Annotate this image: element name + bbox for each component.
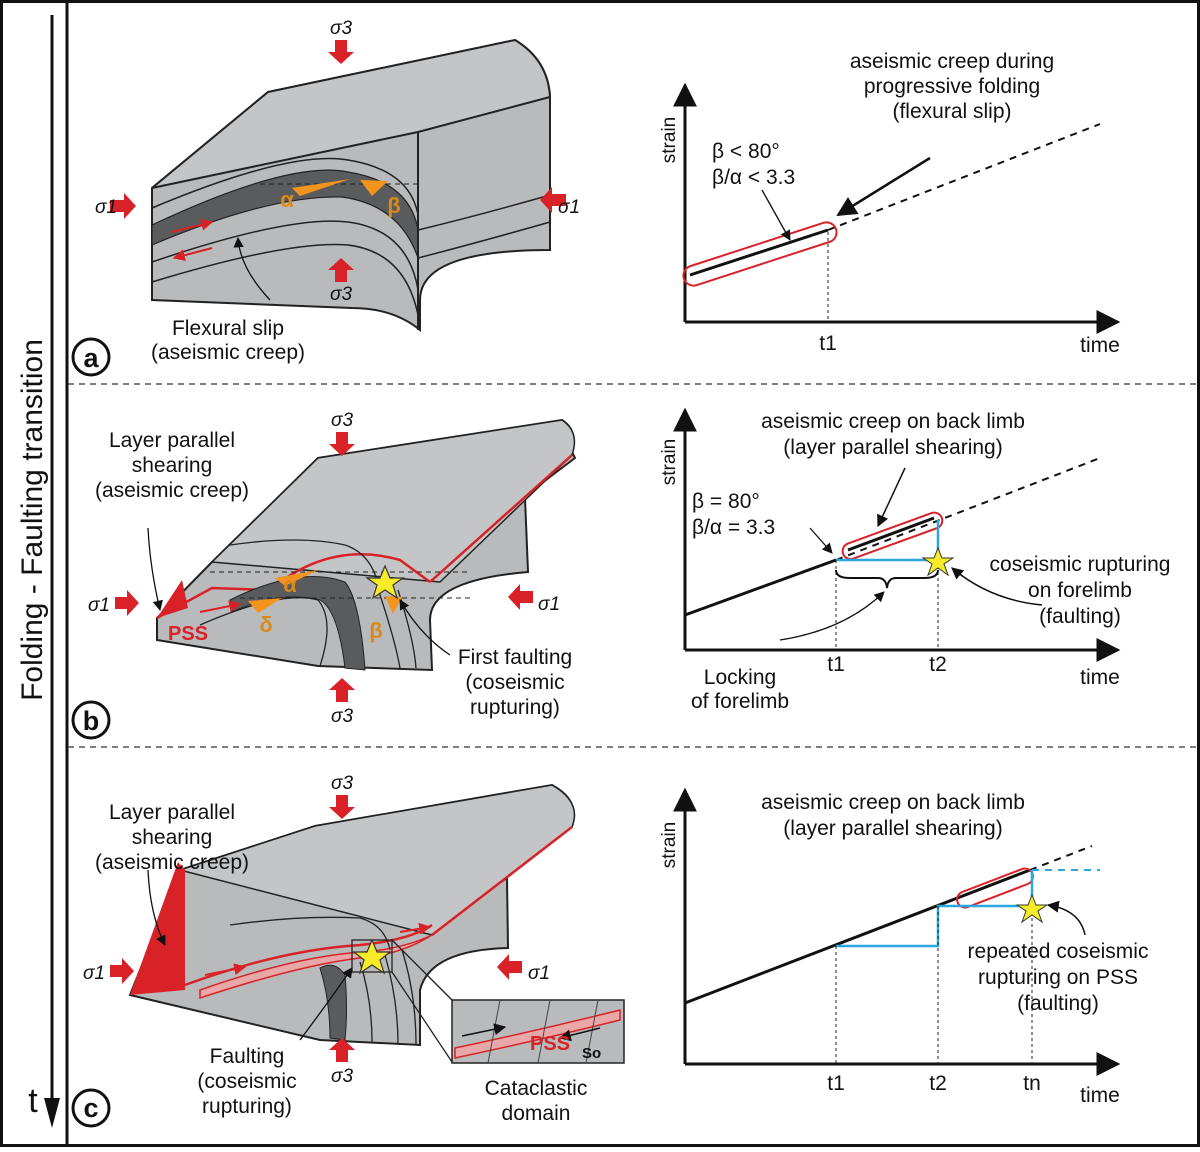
annotation-b-1: aseismic creep on back limb <box>761 410 1025 433</box>
lps-label-c-1: Layer parallel <box>109 801 235 824</box>
first-faulting-star <box>365 564 405 600</box>
lps-label-c-3: (aseismic creep) <box>95 851 249 874</box>
sigma1-right-b: σ1 <box>538 594 560 615</box>
panel-a: σ1 σ1 σ3 σ3 α β Flexural slip (aseismic … <box>71 18 1121 377</box>
rupture-c-2: rupturing on PSS <box>978 966 1138 989</box>
sigma3-bottom-c: σ3 <box>331 1066 353 1087</box>
block-diagram-b <box>115 418 577 702</box>
pss-label-b: PSS <box>168 623 208 645</box>
cataclastic-label-2: domain <box>502 1102 571 1125</box>
rupture-b-2: on forelimb <box>1028 579 1132 602</box>
lps-label-b-1: Layer parallel <box>109 429 235 452</box>
time-arrow-head <box>44 1098 60 1128</box>
locking-b-2: of forelimb <box>691 690 789 713</box>
rupture-b-1: coseismic rupturing <box>990 553 1171 576</box>
panel-c-badge <box>71 1088 111 1128</box>
so-label-c: So <box>582 1045 601 1062</box>
beta-label-b: β <box>369 618 382 643</box>
sidebar-time-symbol: t <box>28 1082 38 1120</box>
sigma1-left-c: σ1 <box>83 963 105 984</box>
strain-line-c <box>684 868 1031 1005</box>
graph-c <box>673 787 1121 1076</box>
block-diagram-c <box>110 783 625 1064</box>
ylabel-b: strain <box>659 439 680 485</box>
tick-t2-b: t2 <box>929 653 947 676</box>
faulting-label-c-2: (coseismic <box>197 1070 296 1093</box>
faulting-label-c-3: rupturing) <box>202 1095 292 1118</box>
delta-label-b: δ <box>259 612 272 637</box>
flexural-slip-label-1: Flexural slip <box>172 317 284 340</box>
xlabel-c: time <box>1080 1084 1120 1107</box>
ylabel-c: strain <box>659 822 680 868</box>
annotation-b-2: (layer parallel shearing) <box>783 436 1002 459</box>
pss-label-c: PSS <box>530 1033 570 1055</box>
panel-a-badge <box>71 337 111 377</box>
panel-b-badge <box>71 700 111 740</box>
panel-b-letter: b <box>83 706 100 736</box>
xlabel-b: time <box>1080 666 1120 689</box>
criteria-a-2: β/α < 3.3 <box>712 166 795 189</box>
criteria-a-1: β < 80° <box>712 140 780 163</box>
sigma1-left-a: σ1 <box>95 197 117 218</box>
sigma1-right-c: σ1 <box>528 963 550 984</box>
first-faulting-label-3: rupturing) <box>470 696 560 719</box>
strain-projection-a <box>827 123 1101 231</box>
sigma3-top-c: σ3 <box>331 773 353 794</box>
tick-t2-c: t2 <box>929 1072 947 1095</box>
faulting-star-c <box>352 938 392 975</box>
panel-b: σ1 σ1 σ3 σ3 α δ β PSS Layer parallel she… <box>71 407 1171 740</box>
tick-t1-a: t1 <box>819 332 837 355</box>
lps-label-c-2: shearing <box>132 826 213 849</box>
sigma1-right-a: σ1 <box>558 197 580 218</box>
criteria-b-2: β/α = 3.3 <box>692 516 775 539</box>
locking-b-1: Locking <box>704 666 776 689</box>
rupture-b-3: (faulting) <box>1039 605 1121 628</box>
ylabel-a: strain <box>659 117 680 163</box>
cataclastic-label-1: Cataclastic <box>485 1077 588 1100</box>
annotation-a-3: (flexural slip) <box>892 100 1011 123</box>
sigma3-top-a: σ3 <box>330 18 352 39</box>
flexural-slip-label-2: (aseismic creep) <box>151 341 305 364</box>
xlabel-a: time <box>1080 334 1120 357</box>
sigma1-left-b: σ1 <box>88 595 110 616</box>
first-faulting-label-1: First faulting <box>458 646 572 669</box>
sigma3-top-b: σ3 <box>331 410 353 431</box>
lps-label-b-2: shearing <box>132 454 213 477</box>
graph-a <box>673 82 1121 334</box>
graph-b <box>673 407 1121 662</box>
sigma3-bottom-a: σ3 <box>330 284 352 305</box>
annotation-c-2: (layer parallel shearing) <box>783 817 1002 840</box>
sidebar-title: Folding - Faulting transition <box>16 339 49 701</box>
criteria-b-1: β = 80° <box>692 490 760 513</box>
tick-t1-b: t1 <box>827 653 845 676</box>
annotation-a-1: aseismic creep during <box>850 50 1054 73</box>
first-faulting-label-2: (coseismic <box>465 671 564 694</box>
beta-label-a: β <box>387 193 400 218</box>
annotation-c-1: aseismic creep on back limb <box>761 791 1025 814</box>
panel-c: σ1 σ1 σ3 σ3 PSS So Layer parallel sheari… <box>71 773 1149 1128</box>
block-diagram-a <box>110 38 566 333</box>
rupture-c-3: (faulting) <box>1017 992 1099 1015</box>
alpha-label-a: α <box>280 187 294 212</box>
panel-c-letter: c <box>83 1093 98 1123</box>
lps-label-b-3: (aseismic creep) <box>95 479 249 502</box>
strain-line-b <box>684 558 837 617</box>
annotation-a-2: progressive folding <box>864 75 1040 98</box>
sigma3-bottom-b: σ3 <box>331 706 353 727</box>
creep-highlight-a <box>682 221 838 287</box>
panel-a-letter: a <box>83 343 99 373</box>
strain-line-a <box>689 228 829 277</box>
rupture-c-1: repeated coseismic <box>968 940 1149 963</box>
creep-highlight-b <box>841 511 944 561</box>
faulting-label-c-1: Faulting <box>210 1045 285 1068</box>
tick-t1-c: t1 <box>827 1072 845 1095</box>
tick-tn-c: tn <box>1023 1072 1041 1095</box>
alpha-label-b: α <box>283 572 297 597</box>
